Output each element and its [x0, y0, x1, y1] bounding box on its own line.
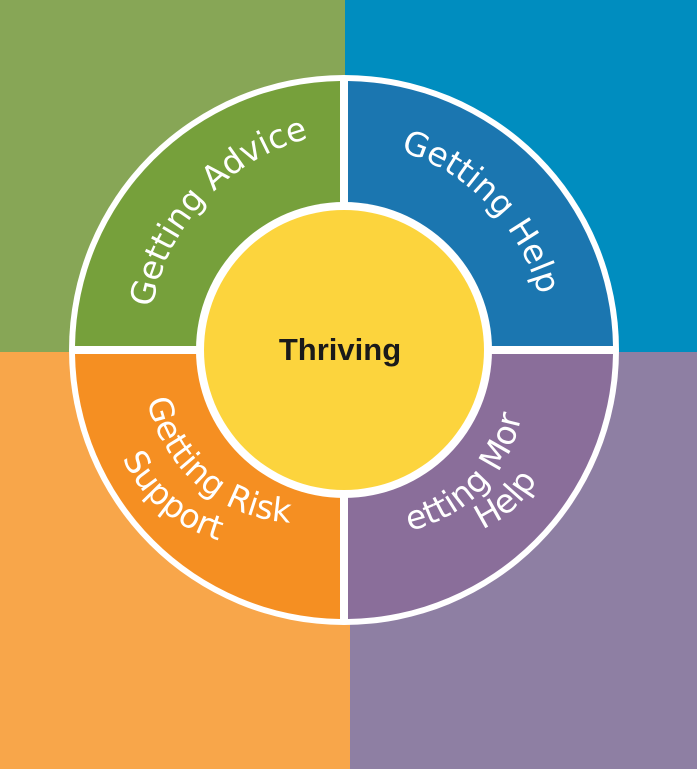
hub-circle [204, 210, 484, 490]
hub-label-thriving: Thriving [279, 332, 401, 367]
